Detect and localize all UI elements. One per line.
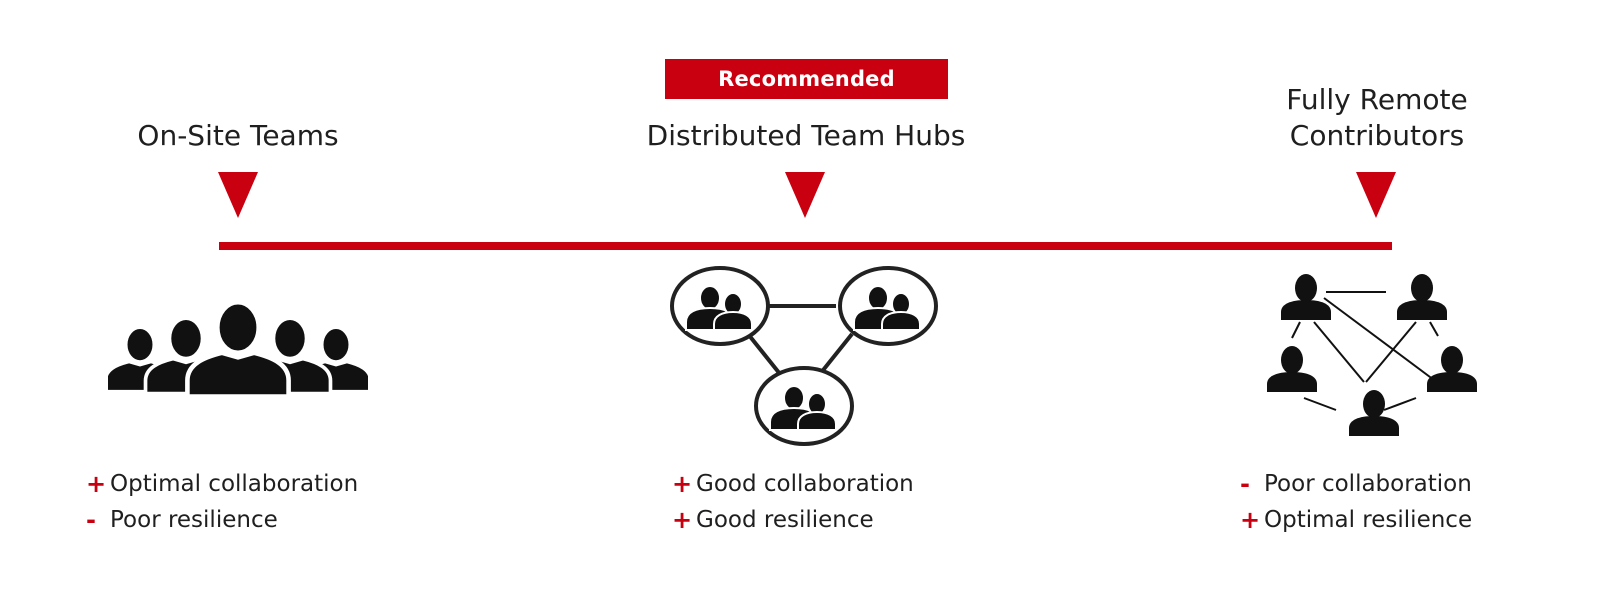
- point-text: Optimal collaboration: [110, 471, 359, 497]
- sign: +: [672, 506, 693, 534]
- sign: +: [672, 470, 693, 498]
- triangle-down-icon: [1356, 172, 1396, 218]
- sign: -: [86, 506, 96, 534]
- title-line-2: Contributors: [1289, 119, 1465, 152]
- list-item: - Poor collaboration: [1240, 466, 1472, 502]
- remote-people-network-icon: [1267, 274, 1477, 436]
- hubs-points: + Good collaboration + Good resilience: [672, 466, 914, 538]
- list-item: + Good resilience: [672, 502, 914, 538]
- title-distributed-team-hubs: Distributed Team Hubs: [646, 119, 966, 152]
- triangle-down-icon: [785, 172, 825, 218]
- recommended-badge-label: Recommended: [718, 67, 895, 91]
- recommended-badge: Recommended: [665, 59, 948, 99]
- point-text: Good resilience: [696, 507, 874, 533]
- list-item: + Optimal collaboration: [86, 466, 358, 502]
- title-line-1: Fully Remote: [1286, 83, 1468, 116]
- sign: +: [1240, 506, 1261, 534]
- team-hubs-network-icon: [670, 266, 938, 446]
- timeline-bar: [219, 242, 1392, 250]
- crowd-icon: [108, 296, 368, 400]
- title-on-site-teams: On-Site Teams: [137, 119, 339, 152]
- triangle-down-icon: [218, 172, 258, 218]
- point-text: Poor collaboration: [1264, 471, 1472, 497]
- remote-points: - Poor collaboration + Optimal resilienc…: [1240, 466, 1472, 538]
- on-site-points: + Optimal collaboration - Poor resilienc…: [86, 466, 358, 538]
- list-item: - Poor resilience: [86, 502, 358, 538]
- list-item: + Good collaboration: [672, 466, 914, 502]
- list-item: + Optimal resilience: [1240, 502, 1472, 538]
- sign: -: [1240, 470, 1250, 498]
- point-text: Optimal resilience: [1264, 507, 1473, 533]
- title-fully-remote-contributors: Fully Remote Contributors: [1227, 82, 1527, 154]
- sign: +: [86, 470, 107, 498]
- point-text: Poor resilience: [110, 507, 278, 533]
- point-text: Good collaboration: [696, 471, 914, 497]
